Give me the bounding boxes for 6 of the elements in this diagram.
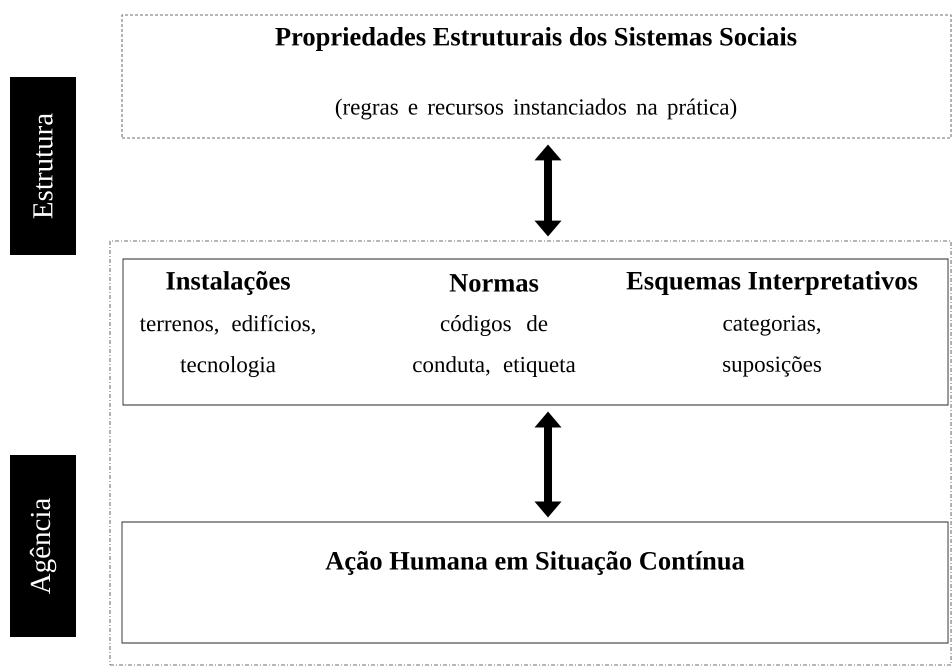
group-frame	[110, 240, 952, 666]
side-tab: Agência	[10, 455, 76, 637]
process-box: Ação Humana em Situação Contínua	[122, 522, 948, 644]
process-box: Instalações terrenos, edifícios, tecnologia Normas códigos de conduta, etiqueta Esquemas Interpretativos categorias, suposições	[122, 258, 948, 406]
side-tab: Estrutura	[10, 77, 76, 255]
structure-box: Propriedades Estruturais dos Sistemas Sociais (regras e recursos instanciados na prática)	[122, 14, 952, 138]
